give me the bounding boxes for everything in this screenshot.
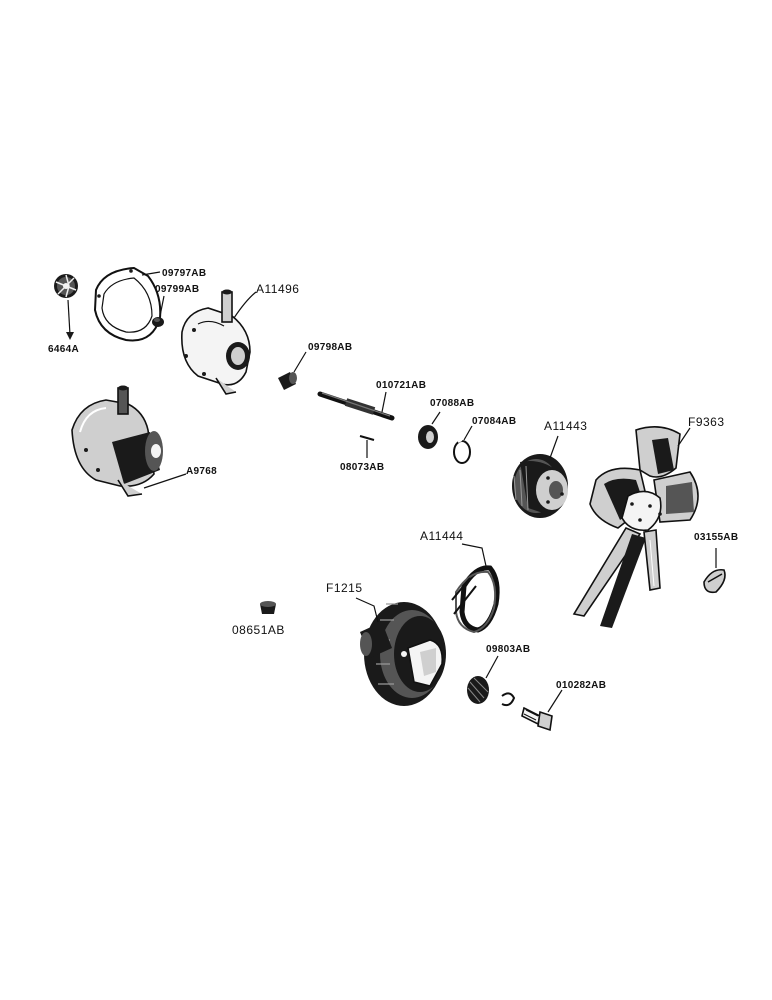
fan-blade-icon xyxy=(572,426,699,628)
gasket-icon xyxy=(93,266,162,342)
leader-a11444 xyxy=(461,543,487,567)
part-label-a9768: A9768 xyxy=(186,466,217,477)
leader-010282ab xyxy=(547,689,563,713)
part-label-03155ab: 03155AB xyxy=(694,532,738,543)
leader-f9363 xyxy=(677,427,691,447)
leader-a11443 xyxy=(549,435,559,459)
impeller-icon xyxy=(54,274,78,298)
leader-6464a xyxy=(67,299,71,336)
lock-icon xyxy=(501,692,516,707)
shaft-icon xyxy=(317,391,395,421)
part-label-f1215: F1215 xyxy=(326,581,363,595)
leader-a9768 xyxy=(143,473,187,489)
washer-icon xyxy=(467,676,489,704)
leader-09799ab xyxy=(159,295,165,317)
part-label-09799ab: 09799AB xyxy=(155,284,199,295)
leader-010721ab xyxy=(381,391,387,413)
leader-07084ab xyxy=(463,425,473,441)
plug-icon xyxy=(260,601,276,614)
leader-07088ab xyxy=(431,411,441,425)
part-label-09798ab: 09798AB xyxy=(308,342,352,353)
leader-09797ab xyxy=(141,271,161,276)
part-label-08651ab: 08651AB xyxy=(232,623,285,637)
bushing-icon xyxy=(278,372,297,390)
snap-ring-icon xyxy=(453,439,471,464)
leader-f1215 xyxy=(355,597,379,623)
leader-09798ab xyxy=(293,351,307,373)
part-label-08073ab: 08073AB xyxy=(340,462,384,473)
pulley-icon xyxy=(360,602,446,706)
part-label-f9363: F9363 xyxy=(688,415,725,429)
part-label-a11443: A11443 xyxy=(544,419,587,433)
part-label-09803ab: 09803AB xyxy=(486,644,530,655)
seal-icon xyxy=(418,425,438,449)
part-label-07088ab: 07088AB xyxy=(430,398,474,409)
part-label-09797ab: 09797AB xyxy=(162,268,206,279)
pump-housing-icon xyxy=(71,385,163,497)
leader-a11496 xyxy=(233,291,257,319)
leader-09803ab xyxy=(485,655,499,679)
part-label-a11444: A11444 xyxy=(420,529,463,543)
plug-icon xyxy=(152,317,164,327)
part-label-6464a: 6464A xyxy=(48,344,79,355)
part-label-07084ab: 07084AB xyxy=(472,416,516,427)
part-label-010282ab: 010282AB xyxy=(556,680,606,691)
bolt-icon xyxy=(521,706,553,732)
key-icon xyxy=(359,435,375,441)
washer-icon xyxy=(703,568,726,594)
pump-housing-icon xyxy=(181,289,251,395)
part-label-a11496: A11496 xyxy=(256,282,299,296)
fan-hub-icon xyxy=(512,454,568,518)
belt-icon xyxy=(451,565,500,634)
part-label-010721ab: 010721AB xyxy=(376,380,426,391)
arrow-6464a xyxy=(66,332,74,340)
